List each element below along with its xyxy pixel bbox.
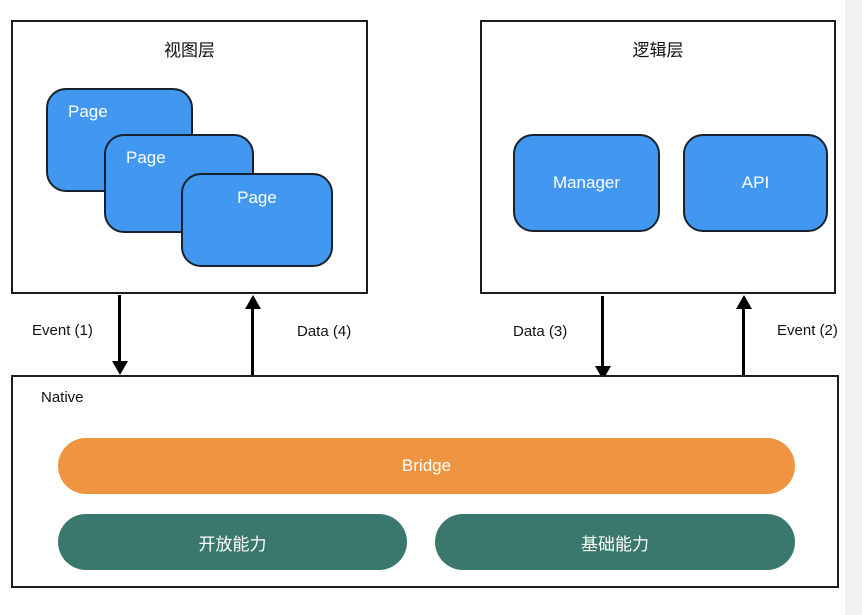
data-3-arrow-label: Data (3) <box>513 323 568 340</box>
right-edge-strip <box>845 0 862 615</box>
event-2-arrow-label: Event (2) <box>777 322 838 339</box>
open-capability-label: 开放能力 <box>198 534 267 554</box>
event-1-arrow-line <box>118 295 121 363</box>
event-2-arrowhead-up-icon <box>736 295 752 309</box>
event-2-arrow-line <box>742 308 745 376</box>
data-3-arrow-line <box>601 296 604 368</box>
basic-capability-label: 基础能力 <box>581 534 649 554</box>
bridge-bar: Bridge <box>58 438 795 494</box>
api-module-label: API <box>741 173 770 192</box>
data-4-arrow-label: Data (4) <box>297 323 352 340</box>
page-card-3: Page <box>181 173 333 267</box>
event-1-arrowhead-down-icon <box>112 361 128 375</box>
open-capability-bar: 开放能力 <box>58 514 407 570</box>
page-card-label: Page <box>126 148 166 167</box>
view-layer-box: 视图层 Page Page Page <box>11 20 368 294</box>
native-layer-box: Native Bridge 开放能力 基础能力 <box>11 375 839 588</box>
event-1-arrow-label: Event (1) <box>32 322 93 339</box>
api-module-card: API <box>683 134 828 232</box>
data-4-arrow-line <box>251 308 254 376</box>
logic-layer-box: 逻辑层 Manager API <box>480 20 836 294</box>
page-card-label: Page <box>237 188 277 207</box>
view-layer-title: 视图层 <box>164 41 215 60</box>
logic-layer-title: 逻辑层 <box>632 41 684 60</box>
native-layer-title: Native <box>41 389 84 406</box>
manager-module-card: Manager <box>513 134 660 232</box>
data-4-arrowhead-up-icon <box>245 295 261 309</box>
page-card-label: Page <box>68 102 108 121</box>
manager-module-label: Manager <box>552 173 621 192</box>
bridge-bar-label: Bridge <box>401 456 452 475</box>
basic-capability-bar: 基础能力 <box>435 514 795 570</box>
